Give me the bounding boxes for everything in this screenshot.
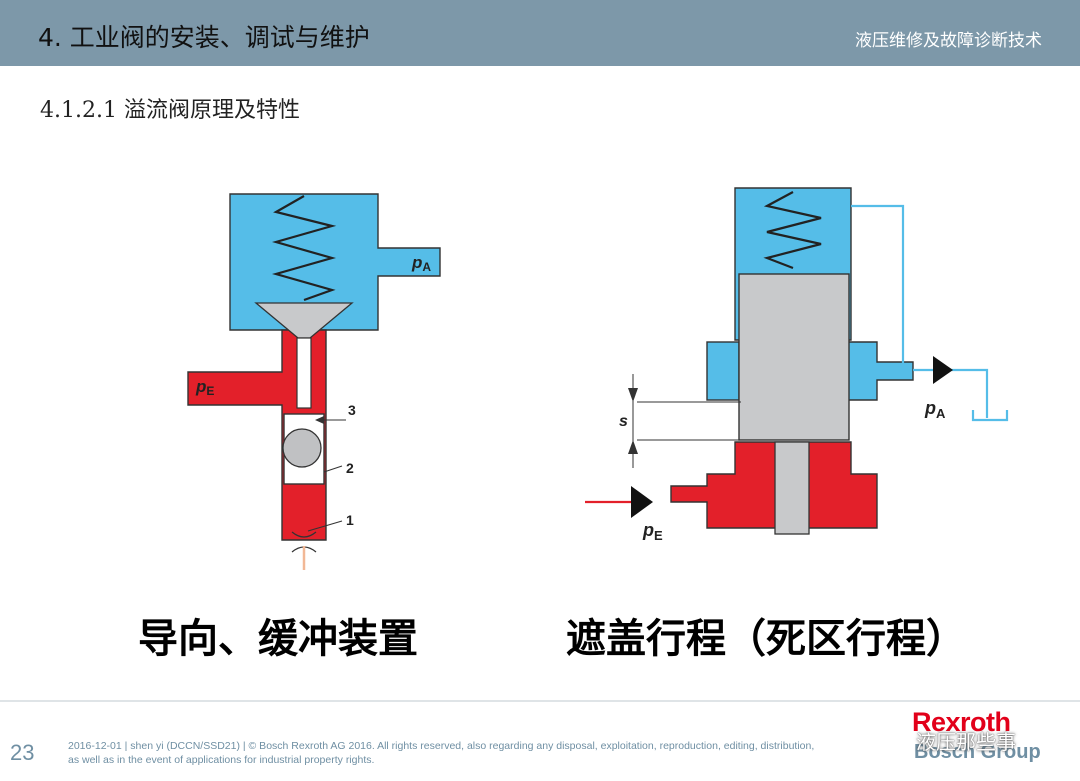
outlet-arrow <box>933 356 953 384</box>
label-pE: pE <box>195 377 214 398</box>
piston <box>738 273 850 441</box>
header-bar: 4. 工业阀的安装、调试与维护 液压维修及故障诊断技术 <box>0 0 1080 66</box>
caption-damping-device: 导向、缓冲装置 <box>138 615 418 662</box>
pressure-body <box>670 441 878 529</box>
left-pad <box>706 341 740 401</box>
label-pE-sub: E <box>654 528 663 543</box>
label-s: s <box>619 413 628 430</box>
rexroth-logo: Rexroth <box>912 707 1011 737</box>
poppet-stem <box>296 337 312 409</box>
right-pad <box>846 341 914 401</box>
label-pE-letter: p <box>195 377 206 396</box>
label-pE: pE <box>642 520 663 543</box>
copyright-line-2: as well as in the event of applications … <box>68 754 375 766</box>
section-subtitle: 4.1.2.1 溢流阀原理及特性 <box>40 98 300 123</box>
course-title: 液压维修及故障诊断技术 <box>855 31 1042 51</box>
footer-divider <box>0 700 1080 702</box>
overlap-stroke-diagram: s pA pE <box>585 187 1009 543</box>
label-pA-sub: A <box>422 260 431 274</box>
bosch-group-logo: Bosch Group <box>914 741 1041 763</box>
relief-valve-damping-diagram: pA pE 3 2 1 <box>187 193 441 570</box>
piston-stem <box>774 441 810 535</box>
spring-chamber <box>229 193 441 331</box>
spring <box>763 191 822 270</box>
caption-overlap-stroke: 遮盖行程（死区行程） <box>566 615 966 662</box>
label-pE-sub: E <box>206 384 214 398</box>
damping-ball <box>282 428 322 468</box>
copyright-notice: 2016-12-01 | shen yi (DCCN/SSD21) | © Bo… <box>68 739 888 767</box>
label-pA: pA <box>411 253 431 274</box>
inlet-channel <box>187 329 327 541</box>
inlet-arrow <box>631 486 653 518</box>
label-pA: pA <box>924 398 946 421</box>
slide-title: 4. 工业阀的安装、调试与维护 <box>38 23 370 52</box>
label-pA-letter: p <box>924 398 936 418</box>
watermark-text: 液压那些事 <box>916 729 1016 754</box>
wechat-icon <box>881 729 909 751</box>
page-number: 23 <box>10 740 35 765</box>
label-1: 1 <box>346 512 354 528</box>
copyright-line-1: 2016-12-01 | shen yi (DCCN/SSD21) | © Bo… <box>68 740 815 752</box>
tank-line <box>851 204 905 364</box>
wechat-watermark: 液压那些事 <box>880 720 1065 760</box>
spring <box>271 195 337 302</box>
label-3: 3 <box>348 402 356 418</box>
label-2: 2 <box>346 460 354 476</box>
label-pA-sub: A <box>936 406 946 421</box>
tank-symbol <box>971 410 1009 422</box>
label-pA-letter: p <box>411 253 422 272</box>
label-pE-letter: p <box>642 520 654 540</box>
